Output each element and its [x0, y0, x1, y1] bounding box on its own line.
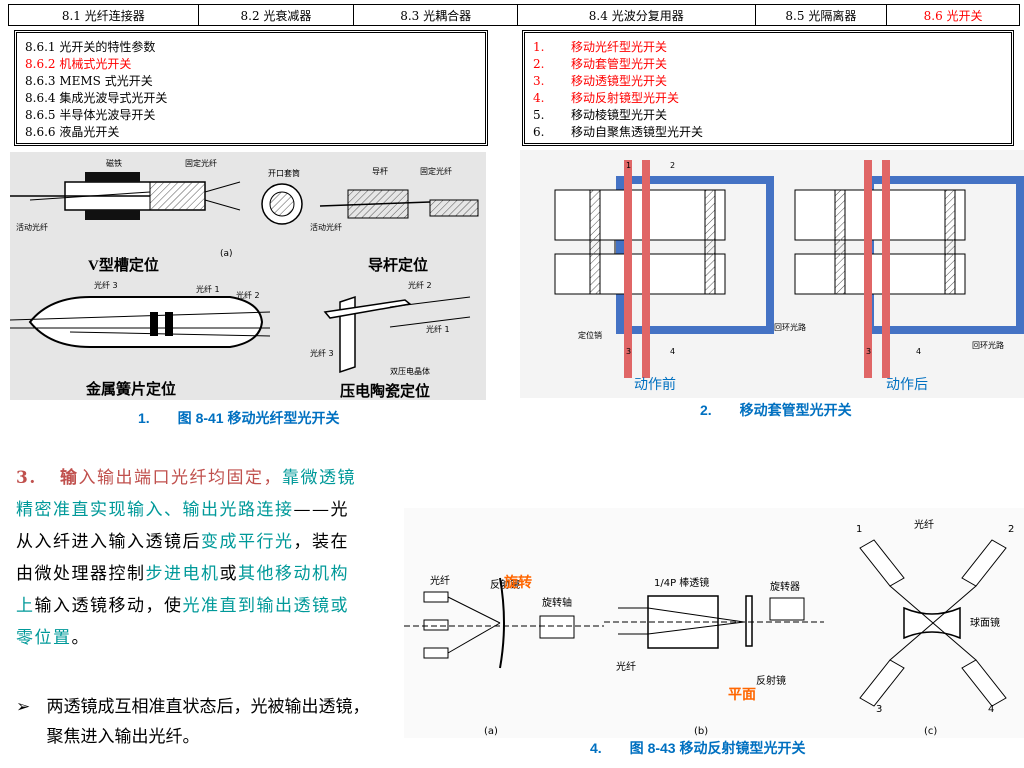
subsection-item[interactable]: 8.6.6 液晶光开关	[25, 125, 120, 139]
label-before-action: 动作前	[634, 376, 676, 392]
svg-text:反射镜: 反射镜	[490, 578, 520, 591]
switch-type-item[interactable]: 6. 移动自聚焦透镜型光开关	[533, 124, 1003, 141]
svg-text:开口套筒: 开口套筒	[268, 168, 300, 178]
svg-text:2: 2	[670, 161, 675, 170]
switch-type-item[interactable]: 1. 移动光纤型光开关	[533, 39, 1003, 56]
switch-type-item[interactable]: 4. 移动反射镜型光开关	[533, 90, 1003, 107]
svg-text:1/4P 棒透镜: 1/4P 棒透镜	[654, 576, 709, 589]
svg-text:固定光纤: 固定光纤	[420, 166, 452, 176]
label-piezo: 压电陶瓷定位	[340, 384, 431, 400]
svg-text:光纤 1: 光纤 1	[426, 324, 450, 334]
svg-text:光纤: 光纤	[430, 574, 450, 587]
svg-text:光纤: 光纤	[914, 518, 934, 531]
item-number: 2.	[533, 57, 545, 71]
figure-caption-4: 4. 图 8-43 移动反射镜型光开关	[590, 740, 806, 756]
svg-text:旋转轴: 旋转轴	[542, 596, 572, 609]
svg-text:(a): (a)	[484, 726, 498, 737]
figure-moving-reflector-switch: 光纤 反射镜 旋转轴 (a) 1/4P 棒透镜 旋转器 光纤 反射镜 (b) 1…	[404, 508, 1024, 738]
subsection-item[interactable]: 8.6.1 光开关的特性参数	[25, 40, 156, 54]
item-label: 移动套管型光开关	[571, 57, 668, 71]
svg-text:3: 3	[866, 347, 871, 356]
svg-text:光纤 2: 光纤 2	[408, 280, 432, 290]
item-label: 移动自聚焦透镜型光开关	[571, 125, 704, 139]
svg-text:4: 4	[670, 347, 675, 356]
svg-text:定位销: 定位销	[578, 330, 602, 340]
svg-text:球面镜: 球面镜	[970, 616, 1000, 629]
label-metal-reed: 金属簧片定位	[86, 382, 177, 398]
svg-text:1: 1	[856, 524, 862, 535]
tab-5[interactable]: 8.5 光隔离器	[756, 5, 888, 25]
svg-text:1: 1	[626, 161, 631, 170]
item-label: 移动透镜型光开关	[571, 74, 668, 88]
item-label: 移动光纤型光开关	[571, 40, 668, 54]
svg-text:光纤 3: 光纤 3	[310, 348, 334, 358]
svg-text:回环光路: 回环光路	[972, 340, 1004, 350]
item-number: 1.	[533, 40, 545, 54]
svg-text:光纤 1: 光纤 1	[196, 284, 220, 294]
label-guide-rod: 导杆定位	[368, 258, 429, 274]
label-plane: 平面	[728, 686, 756, 702]
svg-text:3: 3	[876, 704, 882, 715]
item-label: 移动棱镜型光开关	[571, 108, 668, 122]
svg-text:固定光纤: 固定光纤	[185, 158, 217, 168]
figure-moving-sleeve-switch: 1 2 3 4 定位销 回环光路 3 4 回环光路	[520, 150, 1024, 398]
label-magnet: 磁铁	[106, 158, 122, 168]
tab-3[interactable]: 8.3 光耦合器	[354, 5, 518, 25]
svg-text:导杆: 导杆	[372, 166, 388, 176]
item-number: 6.	[533, 125, 545, 139]
svg-text:2: 2	[1008, 524, 1014, 535]
svg-text:(a): (a)	[220, 249, 233, 259]
svg-text:回环光路: 回环光路	[774, 322, 806, 332]
svg-text:光纤 3: 光纤 3	[94, 280, 118, 290]
svg-text:4: 4	[988, 704, 994, 715]
switch-type-item[interactable]: 5. 移动棱镜型光开关	[533, 107, 1003, 124]
switch-type-item[interactable]: 3. 移动透镜型光开关	[533, 73, 1003, 90]
subsection-list: 8.6.1 光开关的特性参数 8.6.2 机械式光开关 8.6.3 MEMS 式光开…	[14, 30, 488, 146]
subsection-item[interactable]: 8.6.5 半导体光波导开关	[25, 108, 156, 122]
tab-4[interactable]: 8.4 光波分复用器	[518, 5, 756, 25]
subsection-item[interactable]: 8.6.3 MEMS 式光开关	[25, 74, 153, 88]
figure-caption-1: 1. 图 8-41 移动光纤型光开关	[138, 410, 340, 426]
svg-text:(b): (b)	[694, 726, 708, 737]
figure-moving-fiber-switch: 磁铁 固定光纤 活动光纤 开口套筒 (a) 导杆 固定光纤 活动光纤 光纤 3 …	[9, 152, 486, 400]
svg-text:反射镜: 反射镜	[756, 674, 786, 687]
label-after-action: 动作后	[886, 376, 928, 392]
subsection-item[interactable]: 8.6.4 集成光波导式光开关	[25, 91, 168, 105]
svg-text:旋转器: 旋转器	[770, 580, 800, 593]
svg-text:活动光纤: 活动光纤	[16, 222, 48, 232]
item-label: 移动反射镜型光开关	[571, 91, 680, 105]
svg-text:双压电晶体: 双压电晶体	[390, 366, 430, 376]
tab-6[interactable]: 8.6 光开关	[923, 8, 983, 23]
switch-type-list: 1. 移动光纤型光开关 2. 移动套管型光开关 3. 移动透镜型光开关 4. 移动反射镜型光开…	[522, 30, 1014, 146]
svg-text:活动光纤: 活动光纤	[310, 222, 342, 232]
tab-2[interactable]: 8.2 光衰减器	[199, 5, 355, 25]
subsection-item[interactable]: 8.6.2 机械式光开关	[25, 57, 132, 71]
item-number: 5.	[533, 108, 545, 122]
tab-1[interactable]: 8.1 光纤连接器	[9, 5, 199, 25]
item-number: 4.	[533, 91, 545, 105]
svg-text:4: 4	[916, 347, 921, 356]
svg-text:3: 3	[626, 347, 631, 356]
label-v-groove: V型槽定位	[88, 258, 159, 274]
bullet-collimation: ➢ 两透镜成互相准直状态后，光被输出透镜，聚焦进入输出光纤。	[16, 692, 376, 752]
arrow-bullet-icon: ➢	[16, 697, 31, 717]
label-rotate: 旋转	[504, 574, 532, 590]
switch-type-item[interactable]: 2. 移动套管型光开关	[533, 56, 1003, 73]
svg-text:(c): (c)	[924, 726, 937, 737]
svg-text:光纤 2: 光纤 2	[236, 290, 260, 300]
item-number: 3.	[533, 74, 545, 88]
paragraph-moving-lens: 3.输入输出端口光纤均固定，靠微透镜精密准直实现输入、输出光路连接——光从入纤进…	[16, 468, 356, 648]
svg-text:光纤: 光纤	[616, 660, 636, 673]
figure-caption-2: 2. 移动套管型光开关	[700, 402, 852, 418]
